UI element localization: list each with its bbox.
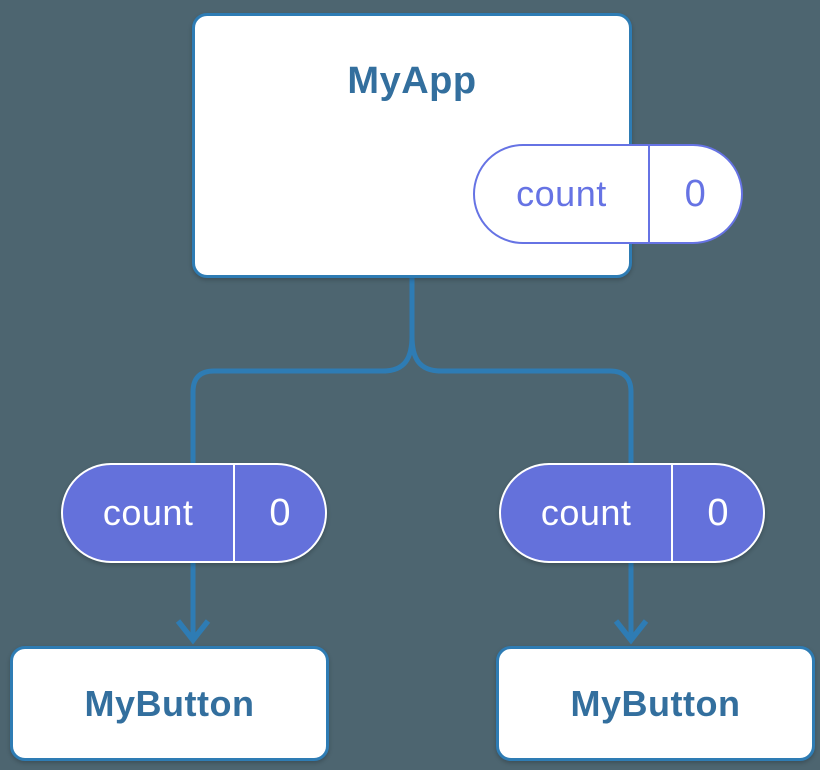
right-branch-connector [438, 368, 634, 465]
state-label: count [501, 465, 674, 561]
child-component-title: MyButton [84, 682, 255, 724]
child-component-title: MyButton [570, 682, 741, 724]
parent-component-title: MyApp [347, 60, 477, 102]
right-child-component-card: MyButton [496, 646, 815, 761]
parent-component-card: MyApp count 0 [192, 13, 743, 278]
state-value: 0 [269, 491, 291, 534]
parent-state-pill: count 0 [473, 144, 743, 244]
right-arrow-head-icon [613, 619, 649, 645]
fork-right-curve-connector [409, 335, 442, 374]
state-label: count [63, 465, 236, 561]
state-value: 0 [684, 172, 707, 215]
left-arrow-head-icon [175, 619, 211, 645]
left-branch-connector [190, 368, 386, 465]
right-child-state-pill: count 0 [499, 463, 765, 563]
state-value: 0 [707, 491, 729, 534]
fork-left-curve-connector [382, 335, 415, 374]
state-label: count [475, 146, 650, 242]
left-child-state-pill: count 0 [61, 463, 327, 563]
left-child-component-card: MyButton [10, 646, 329, 761]
